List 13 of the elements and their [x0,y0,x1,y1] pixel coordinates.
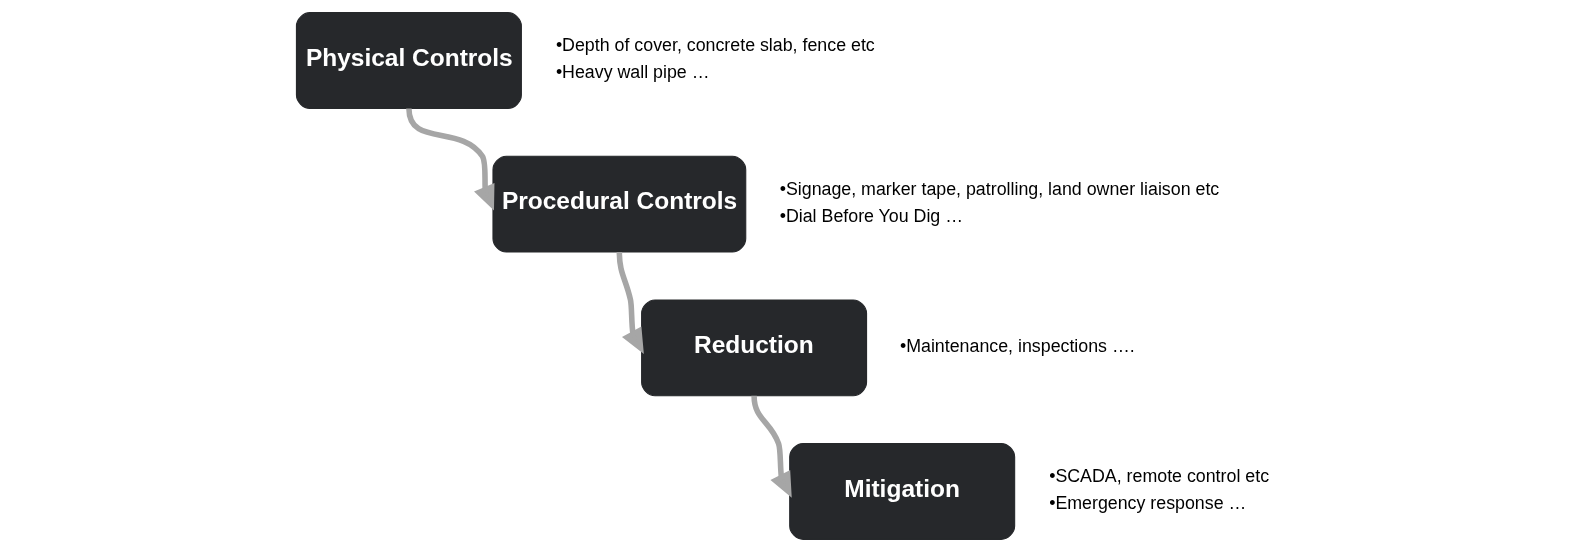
node-box: Reduction [640,299,867,397]
node-label: •Emergency response … [1048,493,1246,514]
node-label: •Maintenance, inspections …. [899,336,1135,357]
node-label: •Dial Before You Dig … [779,205,963,226]
arrow [616,252,644,354]
node-box: Procedural Controls [491,155,746,253]
node-box: Physical Controls [295,12,522,109]
node-label: •Heavy wall pipe … [555,62,710,83]
node-label: •SCADA, remote control etc [1048,466,1269,487]
node-label: •Depth of cover, concrete slab, fence etc [555,35,875,56]
node-label: •Signage, marker tape, patrolling, land owner liaison etc [779,179,1219,200]
node-box: Mitigation [788,443,1015,540]
arrow [750,395,792,498]
